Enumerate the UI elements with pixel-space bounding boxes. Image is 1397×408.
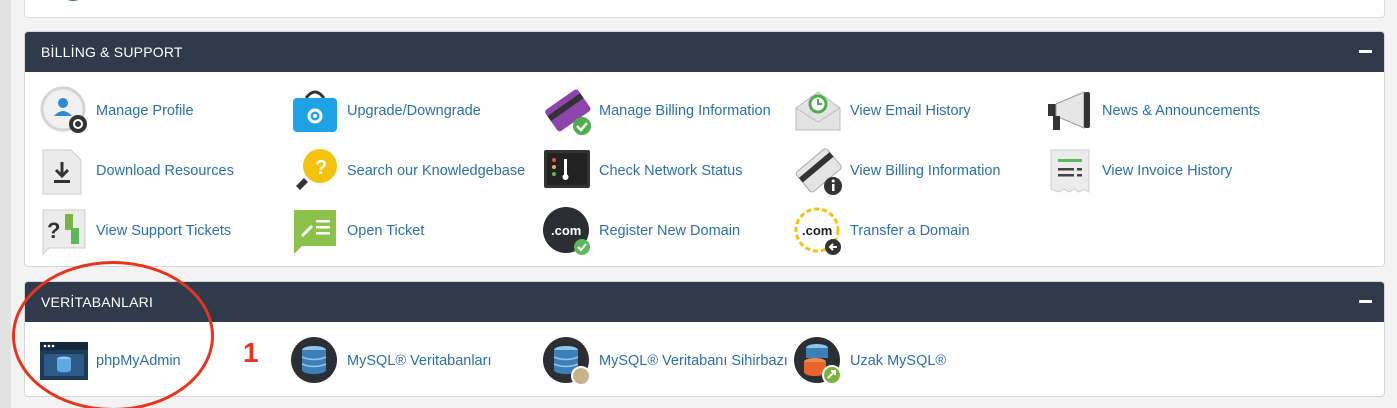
databases-panel: VERİTABANLARI phpMyAdmin MySQL® Veritaba… [24,281,1385,397]
manage-profile-link[interactable]: Manage Profile [39,86,194,136]
view-billing-information-link[interactable]: View Billing Information [793,146,1000,196]
item-label: Download Resources [96,163,234,179]
svg-text:.com: .com [551,223,581,238]
remote-mysql-link[interactable]: Uzak MySQL® [793,336,946,386]
check-network-status-link[interactable]: Check Network Status [542,146,742,196]
search-knowledgebase-link[interactable]: ? Search our Knowledgebase [290,146,525,196]
item-label: View Support Tickets [96,223,232,239]
billing-support-panel: BİLLİNG & SUPPORT Manage Profile Upgrade… [24,31,1385,267]
item-label: Check Network Status [599,163,743,179]
item-label: Upgrade/Downgrade [347,103,481,119]
shopping-bag-gear-icon [290,86,340,136]
envelope-clock-icon [793,86,843,136]
user-profile-icon [39,86,89,136]
card-info-icon [793,146,843,196]
network-status-icon [542,146,592,196]
lightbulb-question-icon: ? [290,146,340,196]
support-tickets-icon: ? [39,206,89,256]
panel-title: VERİTABANLARI [41,294,154,310]
item-label: View Invoice History [1102,163,1233,179]
download-resources-link[interactable]: Download Resources [39,146,234,196]
mysql-databases-link[interactable]: MySQL® Veritabanları [290,336,491,386]
partial-icon [45,0,91,11]
news-announcements-link[interactable]: News & Announcements [1045,86,1260,136]
view-invoice-history-link[interactable]: View Invoice History [1045,146,1232,196]
collapse-button[interactable] [1359,50,1372,53]
item-label: Manage Billing Information [599,103,771,119]
panel-title: BİLLİNG & SUPPORT [41,44,183,60]
item-label: Transfer a Domain [850,223,970,239]
open-ticket-link[interactable]: Open Ticket [290,206,424,256]
domain-transfer-icon: .com [793,206,843,256]
svg-text:?: ? [47,218,60,243]
phpmyadmin-link[interactable]: phpMyAdmin [39,336,181,386]
manage-billing-information-link[interactable]: Manage Billing Information [542,86,771,136]
item-label: News & Announcements [1102,103,1260,119]
panel-header: VERİTABANLARI [25,282,1384,322]
transfer-domain-link[interactable]: .com Transfer a Domain [793,206,970,256]
item-label: MySQL® Veritabanı Sihirbazı [599,353,788,369]
item-label: Register New Domain [599,223,741,239]
register-new-domain-link[interactable]: .com Register New Domain [542,206,740,256]
previous-panel [24,0,1385,18]
item-label: View Email History [850,103,971,119]
page-left-strip [0,0,11,408]
mysql-wizard-link[interactable]: MySQL® Veritabanı Sihirbazı [542,336,788,386]
item-label: Open Ticket [347,223,425,239]
item-label: Uzak MySQL® [850,353,947,369]
domain-register-icon: .com [542,206,592,256]
mysql-wizard-icon [542,336,592,386]
item-label: View Billing Information [850,163,1001,179]
invoice-receipt-icon [1045,146,1095,196]
svg-text:.com: .com [802,223,832,238]
view-support-tickets-link[interactable]: ? View Support Tickets [39,206,231,256]
item-label: MySQL® Veritabanları [347,353,492,369]
megaphone-icon [1045,86,1095,136]
panel-header: BİLLİNG & SUPPORT [25,32,1384,72]
credit-card-check-icon [542,86,592,136]
svg-text:?: ? [315,157,327,179]
mysql-database-icon [290,336,340,386]
item-label: Search our Knowledgebase [347,163,526,179]
phpmyadmin-icon [39,336,89,386]
remote-mysql-icon [793,336,843,386]
upgrade-downgrade-link[interactable]: Upgrade/Downgrade [290,86,481,136]
item-label: Manage Profile [96,103,194,119]
view-email-history-link[interactable]: View Email History [793,86,971,136]
open-ticket-icon [290,206,340,256]
annotation-number: 1 [243,337,259,368]
item-label: phpMyAdmin [96,353,181,369]
collapse-button[interactable] [1359,300,1372,303]
download-document-icon [39,146,89,196]
